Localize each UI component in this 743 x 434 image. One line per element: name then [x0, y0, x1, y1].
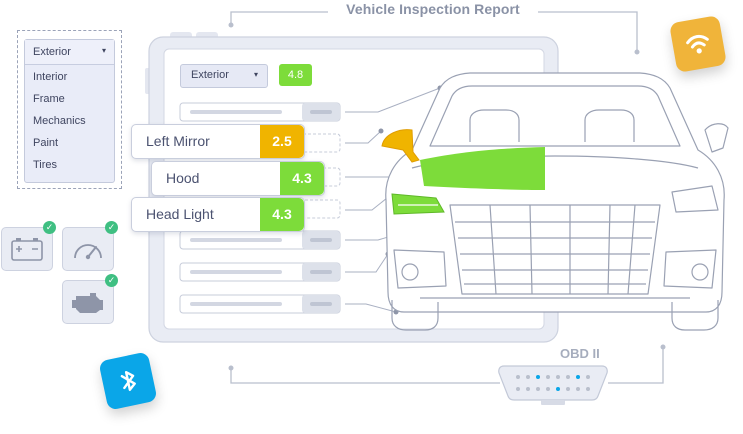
bluetooth-icon — [120, 370, 136, 392]
head-light-highlight — [391, 193, 445, 215]
chevron-down-icon: ▾ — [253, 70, 258, 79]
category-menu[interactable]: Exterior ▾ Interior Frame Mechanics Pain… — [24, 39, 115, 183]
callout-label: Head Light — [146, 206, 214, 222]
speedometer-icon — [74, 244, 102, 260]
callout-head-light[interactable]: Head Light 4.3 — [131, 197, 305, 232]
menu-item-tires[interactable]: Tires — [33, 159, 58, 171]
menu-item-paint[interactable]: Paint — [33, 137, 59, 149]
frame-connector-dots — [228, 22, 666, 371]
menu-selection-outline — [17, 30, 122, 189]
bluetooth-badge[interactable] — [98, 351, 158, 411]
wifi-icon — [686, 34, 709, 54]
overall-score-badge: 4.8 — [279, 64, 312, 86]
obd-label: OBD II — [560, 346, 600, 361]
chevron-down-icon: ▾ — [101, 46, 106, 55]
wifi-badge[interactable] — [669, 15, 727, 73]
frame-connectors — [230, 11, 664, 384]
left-mirror-highlight — [381, 129, 420, 163]
menu-item-interior[interactable]: Interior — [33, 71, 68, 83]
pointer-lines — [345, 87, 441, 313]
tablet-category-select[interactable]: Exterior ▾ — [180, 64, 268, 88]
callout-label: Left Mirror — [146, 133, 210, 149]
callout-score: 2.5 — [260, 125, 304, 158]
check-icon: ✓ — [43, 221, 56, 234]
report-title: Vehicle Inspection Report — [346, 1, 520, 17]
callout-score: 4.3 — [280, 162, 324, 195]
sensor-battery[interactable] — [1, 227, 53, 271]
menu-item-frame[interactable]: Frame — [33, 93, 65, 105]
callout-label: Hood — [166, 170, 200, 186]
tablet-rows — [179, 102, 341, 314]
sensor-speedometer[interactable] — [62, 227, 114, 271]
obd-connector — [498, 365, 608, 405]
callout-left-mirror[interactable]: Left Mirror 2.5 — [131, 124, 305, 159]
callout-score: 4.3 — [260, 198, 304, 231]
hood-highlight — [420, 147, 545, 190]
check-icon: ✓ — [105, 221, 118, 234]
engine-icon — [72, 293, 103, 313]
category-menu-header[interactable]: Exterior ▾ — [25, 40, 114, 65]
callout-hood[interactable]: Hood 4.3 — [151, 161, 325, 196]
sensor-engine[interactable] — [62, 280, 114, 324]
tablet-category-value: Exterior — [191, 69, 229, 81]
battery-icon — [11, 238, 43, 261]
category-menu-selected: Exterior — [33, 46, 71, 58]
check-icon: ✓ — [105, 274, 118, 287]
menu-item-mechanics[interactable]: Mechanics — [33, 115, 86, 127]
